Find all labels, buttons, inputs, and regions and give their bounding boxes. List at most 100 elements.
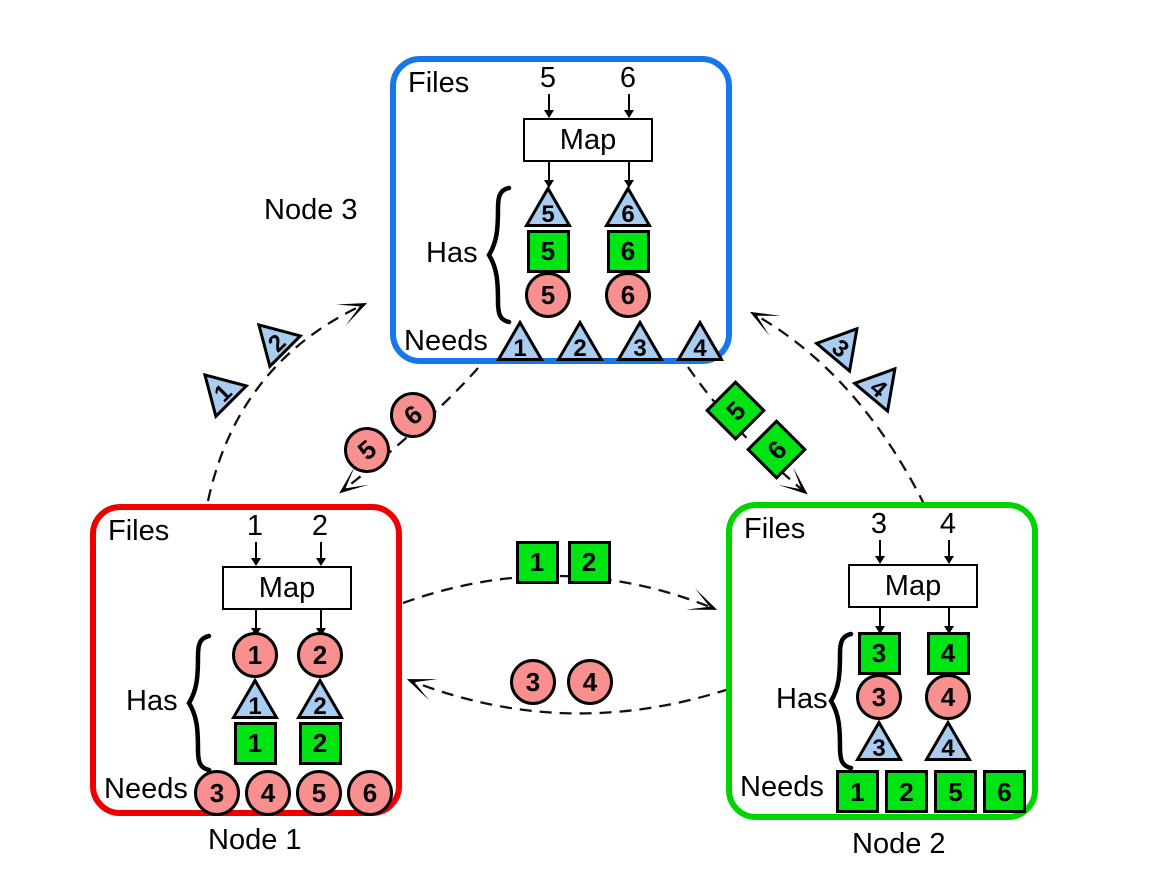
has-brace <box>182 632 212 779</box>
triangle-token: 5 <box>524 186 572 228</box>
arrow-file-to-map <box>544 94 554 118</box>
token-number: 1 <box>247 640 263 670</box>
token-number: 6 <box>997 776 1012 807</box>
file-number: 2 <box>311 510 329 542</box>
file-number: 5 <box>539 62 557 94</box>
token-number: 6 <box>760 433 792 465</box>
token-number: 1 <box>513 335 527 362</box>
triangle-token: 4 <box>676 320 724 362</box>
square-token-transfer: 5 <box>704 379 766 441</box>
file-number: 4 <box>939 508 957 540</box>
has-brace <box>482 184 512 331</box>
token-number: 2 <box>581 547 597 577</box>
circle-token: 2 <box>297 632 343 678</box>
square-token: 6 <box>606 229 650 273</box>
circle-token: 6 <box>347 770 393 816</box>
triangle-token: 3 <box>855 720 903 762</box>
circle-token: 4 <box>245 770 291 816</box>
triangle-token-transfer: 2 <box>240 306 304 370</box>
has-label: Has <box>426 237 478 269</box>
token-number: 1 <box>248 693 262 720</box>
arrow-map-to-output <box>316 610 326 636</box>
file-number: 6 <box>619 62 637 94</box>
arrow-file-to-map <box>624 94 634 118</box>
circle-token: 5 <box>296 770 342 816</box>
circle-token-transfer: 3 <box>510 659 556 705</box>
token-number: 1 <box>850 776 865 807</box>
token-number: 5 <box>719 394 751 426</box>
triangle-token: 2 <box>296 678 344 720</box>
arrow-map-to-output <box>251 610 261 636</box>
triangle-token: 1 <box>496 320 544 362</box>
file-number: 1 <box>246 510 264 542</box>
triangle-token: 4 <box>924 720 972 762</box>
token-number: 3 <box>871 638 887 668</box>
triangle-token: 1 <box>231 678 279 720</box>
token-number: 2 <box>312 640 328 670</box>
token-number: 5 <box>541 201 555 228</box>
file-number: 3 <box>870 508 888 540</box>
circle-token-transfer: 5 <box>334 417 400 483</box>
token-number: 5 <box>311 778 327 808</box>
arrow-map-to-output <box>544 162 554 188</box>
token-number: 4 <box>941 735 955 762</box>
token-number: 4 <box>940 638 956 668</box>
has-label: Has <box>776 683 828 715</box>
map-box: Map <box>523 118 653 162</box>
token-number: 3 <box>871 682 887 712</box>
token-number: 5 <box>948 776 963 807</box>
square-token: 6 <box>983 770 1026 813</box>
token-number: 2 <box>573 335 587 362</box>
square-token: 1 <box>233 721 277 765</box>
token-number: 6 <box>620 236 636 266</box>
arrow-map-to-output <box>624 162 634 188</box>
node1-caption: Node 1 <box>208 824 302 856</box>
token-number: 4 <box>693 335 707 362</box>
triangle-token-transfer: 1 <box>186 356 250 420</box>
arrow-node1-to-node2 <box>402 574 718 611</box>
token-number: 1 <box>529 547 545 577</box>
square-token: 2 <box>298 721 342 765</box>
square-token: 2 <box>885 770 928 813</box>
token-number: 1 <box>247 728 263 758</box>
node3-caption: Node 3 <box>264 194 358 226</box>
circle-token: 3 <box>856 674 902 720</box>
square-token: 3 <box>857 631 901 675</box>
token-number: 4 <box>260 778 276 808</box>
triangle-token: 6 <box>604 186 652 228</box>
square-token: 5 <box>934 770 977 813</box>
has-brace <box>824 630 854 777</box>
token-number: 5 <box>540 236 556 266</box>
triangle-token: 3 <box>616 320 664 362</box>
token-number: 6 <box>620 280 636 310</box>
circle-token-transfer: 4 <box>567 659 613 705</box>
token-number: 6 <box>397 398 429 432</box>
token-number: 5 <box>351 433 383 467</box>
token-number: 4 <box>582 667 598 697</box>
circle-token: 5 <box>525 272 571 318</box>
files-label: Files <box>744 513 806 545</box>
token-number: 5 <box>540 280 556 310</box>
arrow-file-to-map <box>316 542 326 566</box>
token-number: 3 <box>633 335 647 362</box>
files-label: Files <box>108 515 170 547</box>
token-number: 2 <box>313 693 327 720</box>
needs-label: Needs <box>104 773 188 805</box>
files-label: Files <box>408 67 470 99</box>
square-token: 1 <box>836 770 879 813</box>
triangle-token: 2 <box>556 320 604 362</box>
triangle-token-transfer: 4 <box>851 351 915 414</box>
token-number: 6 <box>621 201 635 228</box>
needs-shapes: 1 2 3 4 <box>496 320 724 362</box>
token-number: 2 <box>899 776 914 807</box>
node2-caption: Node 2 <box>852 828 946 860</box>
token-number: 6 <box>362 778 378 808</box>
needs-shapes: 1 2 5 6 <box>836 770 1026 813</box>
token-number: 2 <box>312 728 328 758</box>
arrow-file-to-map <box>251 542 261 566</box>
